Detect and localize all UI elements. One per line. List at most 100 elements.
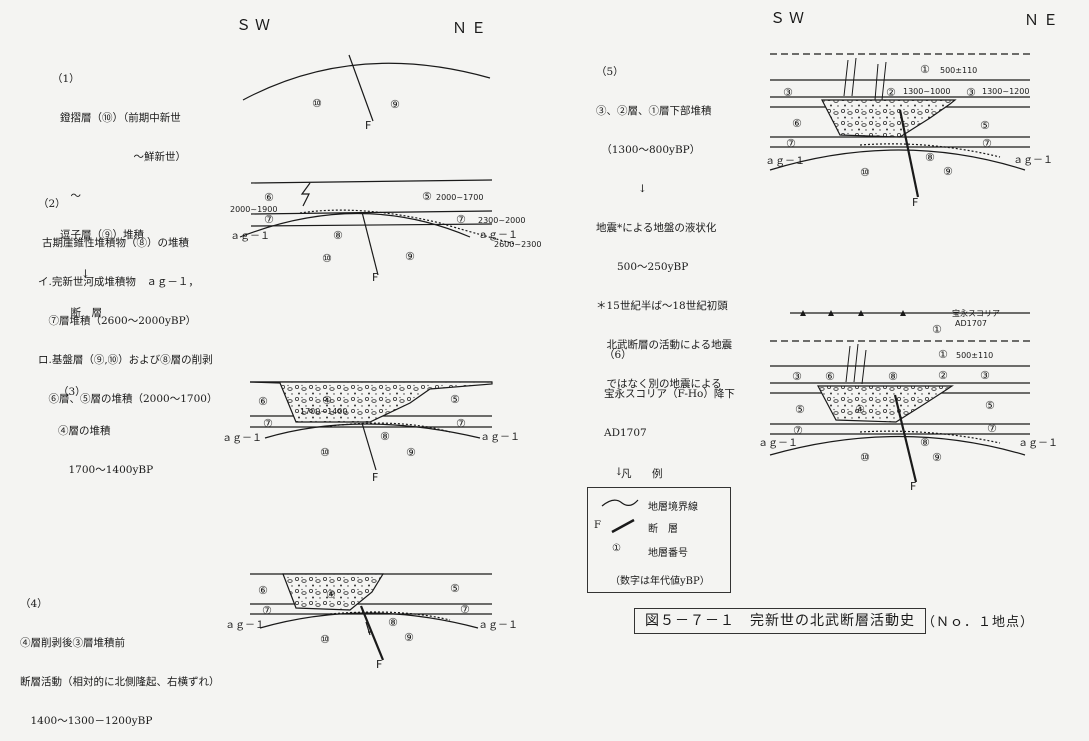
layer-4-label: ④ xyxy=(326,588,336,601)
layer-10-label: ⑩ xyxy=(860,451,870,464)
layer-9-label: ⑨ xyxy=(404,631,414,644)
panel-2-section xyxy=(239,179,516,276)
stage-line: ④層削剥後③層堆積前 xyxy=(20,637,125,649)
stage-3-text: （3） ④層の堆積 1700～1400yBP xyxy=(58,360,153,490)
age-label: 500±110 xyxy=(940,66,977,75)
fault-label: F xyxy=(376,658,382,671)
layer-7-label: ⑦ xyxy=(786,137,796,150)
legend-symbol: ① xyxy=(612,543,621,554)
legend-symbol: F xyxy=(594,520,601,531)
layer-6-label: ⑥ xyxy=(258,584,268,597)
layer-8-label: ⑧ xyxy=(380,430,390,443)
cross-section-figures: ⑩ ⑨ F ⑥ 2000~1900 ⑤ 2000~1700 ⑦ ⑦ 2300~2… xyxy=(222,53,1058,671)
stage-line: 逗子層（⑨）堆積 xyxy=(60,229,144,241)
ag1-label: ａｇ－１ xyxy=(1018,438,1058,449)
stage-number: （1） xyxy=(52,73,80,85)
header-ne-left: ＮＥ xyxy=(452,19,491,37)
layer-5-label: ⑤ xyxy=(985,399,995,412)
layer-10-label: ⑩ xyxy=(320,446,330,459)
stage-line: ③、②層、①層下部堆積 xyxy=(596,105,712,117)
stage-line: ↓ xyxy=(596,183,647,195)
legend-text: 地層境界線 xyxy=(648,502,698,513)
layer-7-label: ⑦ xyxy=(460,603,470,616)
stage-number: （3） xyxy=(58,386,86,398)
layer-3-label: ③ xyxy=(966,86,976,99)
stage-line: ⑥層、⑤層の堆積（2000～1700） xyxy=(38,393,218,405)
legend-row-layer-number: ① 地層番号 xyxy=(588,542,730,559)
ag1-label: ａｇ－１ xyxy=(225,620,265,631)
fault-line-icon xyxy=(611,518,635,534)
stage-line: 500～250yBP xyxy=(596,261,689,273)
age-label: 1300~1200 xyxy=(982,87,1029,96)
ag1-label: ａｇ－１ xyxy=(478,620,518,631)
stage-line: AD1707 xyxy=(604,427,647,439)
age-label: 2300~2000 xyxy=(478,216,525,225)
ag1-label: ａｇ－１ xyxy=(765,156,805,167)
legend-heading: 凡 例 xyxy=(621,468,668,480)
stage-line: 断層活動（相対的に北側隆起、右横ずれ） xyxy=(20,676,220,688)
stage-line: ロ.基盤層（⑨,⑩）および⑧層の削剥 xyxy=(38,354,213,366)
ag1-label: ａｇ－１ xyxy=(222,433,262,444)
layer-2-label: ② xyxy=(886,86,896,99)
ag1-label: ａｇ－１ xyxy=(480,432,520,443)
layer-10-label: ⑩ xyxy=(312,97,322,110)
layer-9-label: ⑨ xyxy=(405,250,415,263)
layer-7-label: ⑦ xyxy=(987,422,997,435)
stage-line: ⑦層堆積（2600～2000yBP） xyxy=(38,315,197,327)
stage-line: ～鮮新世） xyxy=(60,151,186,163)
layer-7-label: ⑦ xyxy=(456,417,466,430)
age-label: 1300~1000 xyxy=(903,87,950,96)
layer-1-label: ① xyxy=(938,348,948,361)
panel-5-section xyxy=(769,53,1030,198)
ag1-label: ａｇ－１ xyxy=(478,230,518,241)
layer-7-label: ⑦ xyxy=(262,604,272,617)
layer-9-label: ⑨ xyxy=(406,446,416,459)
figure-title-suffix: （Ｎｏ．１地点） xyxy=(922,615,1035,630)
stage-2-text: （2） 古期崖錐性堆積物（⑧）の堆積 イ.完新世河成堆積物 ａｇ－１， ⑦層堆積… xyxy=(38,172,217,419)
header-sw-left: ＳＷ xyxy=(236,16,275,34)
layer-2-label: ② xyxy=(938,369,948,382)
layer-4-label: ④ xyxy=(322,394,332,407)
layer-6-label: ⑥ xyxy=(792,117,802,130)
stage-line: 1400～1300－1200yBP xyxy=(20,715,153,727)
layer-9-label: ⑨ xyxy=(943,165,953,178)
scoria-markers xyxy=(800,310,906,316)
ag1-label: ａｇ－１ xyxy=(758,438,798,449)
age-label: 2000~1700 xyxy=(436,193,483,202)
stage-number: （4） xyxy=(20,598,48,610)
layer-9-label: ⑨ xyxy=(932,451,942,464)
age-label: 2600~2300 xyxy=(494,240,541,249)
layer-10-label: ⑩ xyxy=(322,252,332,265)
layer-8-label: ⑧ xyxy=(333,229,343,242)
fault-label: F xyxy=(365,119,371,132)
layer-7-label: ⑦ xyxy=(263,417,273,430)
stage-line: ではなく別の地震による xyxy=(596,378,722,390)
stage-line: ↓ xyxy=(60,268,90,280)
layer-8-label: ⑧ xyxy=(920,436,930,449)
legend-text: 地層番号 xyxy=(648,548,688,559)
legend-note: （数字は年代値yBP） xyxy=(610,576,710,587)
stage-line: 断 層 xyxy=(60,307,102,319)
stage-number: （5） xyxy=(596,66,624,78)
legend-row-fault: F 断 層 xyxy=(588,518,730,535)
layer-3-label: ③ xyxy=(783,86,793,99)
layer-6-label: ⑥ xyxy=(825,370,835,383)
layer-8-label: ⑧ xyxy=(888,370,898,383)
boundary-line-icon xyxy=(601,499,639,507)
layer-3-label: ③ xyxy=(980,369,990,382)
layer-9-label: ⑨ xyxy=(390,98,400,111)
legend-text: 断 層 xyxy=(648,524,678,535)
stage-line: 地震*による地盤の液状化 xyxy=(596,222,717,234)
stage-line: 北武断層の活動による地震 xyxy=(596,339,733,351)
layer-5-label: ⑤ xyxy=(795,403,805,416)
age-label: 500±110 xyxy=(956,351,993,360)
layer-5-label: ⑤ xyxy=(450,393,460,406)
ag1-label: ａｇ－１ xyxy=(1013,155,1053,166)
stage-line: 1700～1400yBP xyxy=(58,464,154,476)
header-sw-right: ＳＷ xyxy=(770,9,809,27)
layer-10-label: ⑩ xyxy=(860,166,870,179)
stage-line: （1300～800yBP） xyxy=(596,144,701,156)
legend-row-boundary: 地層境界線 xyxy=(588,496,730,513)
layer-7-label: ⑦ xyxy=(793,424,803,437)
layer-1-label: ① xyxy=(920,63,930,76)
